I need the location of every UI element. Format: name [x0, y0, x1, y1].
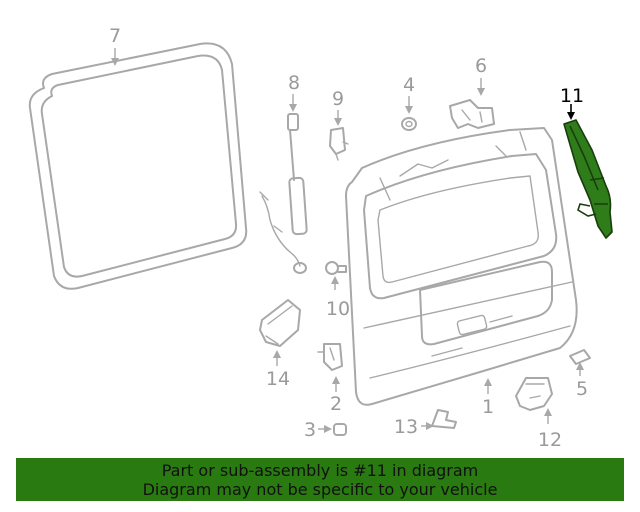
callout-5: 5 — [576, 378, 588, 400]
callout-4: 4 — [403, 74, 415, 96]
callout-10: 10 — [326, 298, 350, 320]
banner-line-2: Diagram may not be specific to your vehi… — [142, 480, 498, 499]
latch-part-2 — [317, 343, 343, 371]
bracket-part-13 — [431, 409, 457, 429]
callout-7: 7 — [109, 25, 121, 47]
callout-11-highlighted: 11 — [560, 85, 584, 107]
bolt-part-10 — [325, 261, 347, 275]
callout-labels: 7 8 9 4 6 11 10 14 2 3 13 1 12 5 — [109, 25, 588, 451]
hinge-part-6 — [449, 99, 495, 129]
clip-part-9 — [329, 127, 349, 161]
callout-14: 14 — [266, 368, 290, 390]
info-banner: Part or sub-assembly is #11 in diagram D… — [16, 458, 624, 501]
leader-lines — [111, 48, 584, 433]
callout-8: 8 — [288, 72, 300, 94]
control-module-part-14 — [259, 299, 301, 347]
grommet-part-4 — [401, 117, 417, 131]
callout-13: 13 — [394, 416, 418, 438]
callout-9: 9 — [332, 88, 344, 110]
callout-3: 3 — [304, 419, 316, 441]
liftgate-part-1 — [345, 127, 578, 406]
callout-6: 6 — [475, 55, 487, 77]
bumper-part-5 — [569, 349, 591, 365]
actuator-part-12 — [515, 377, 553, 411]
bumper-stop-part-3 — [333, 423, 347, 436]
side-trim-part-11-highlighted — [563, 119, 613, 239]
lift-strut-part-8 — [259, 113, 308, 274]
callout-2: 2 — [330, 393, 342, 415]
banner-line-1: Part or sub-assembly is #11 in diagram — [161, 461, 479, 480]
weatherstrip-seal-part-7 — [28, 42, 248, 290]
callout-12: 12 — [538, 429, 562, 451]
callout-1: 1 — [482, 396, 494, 418]
